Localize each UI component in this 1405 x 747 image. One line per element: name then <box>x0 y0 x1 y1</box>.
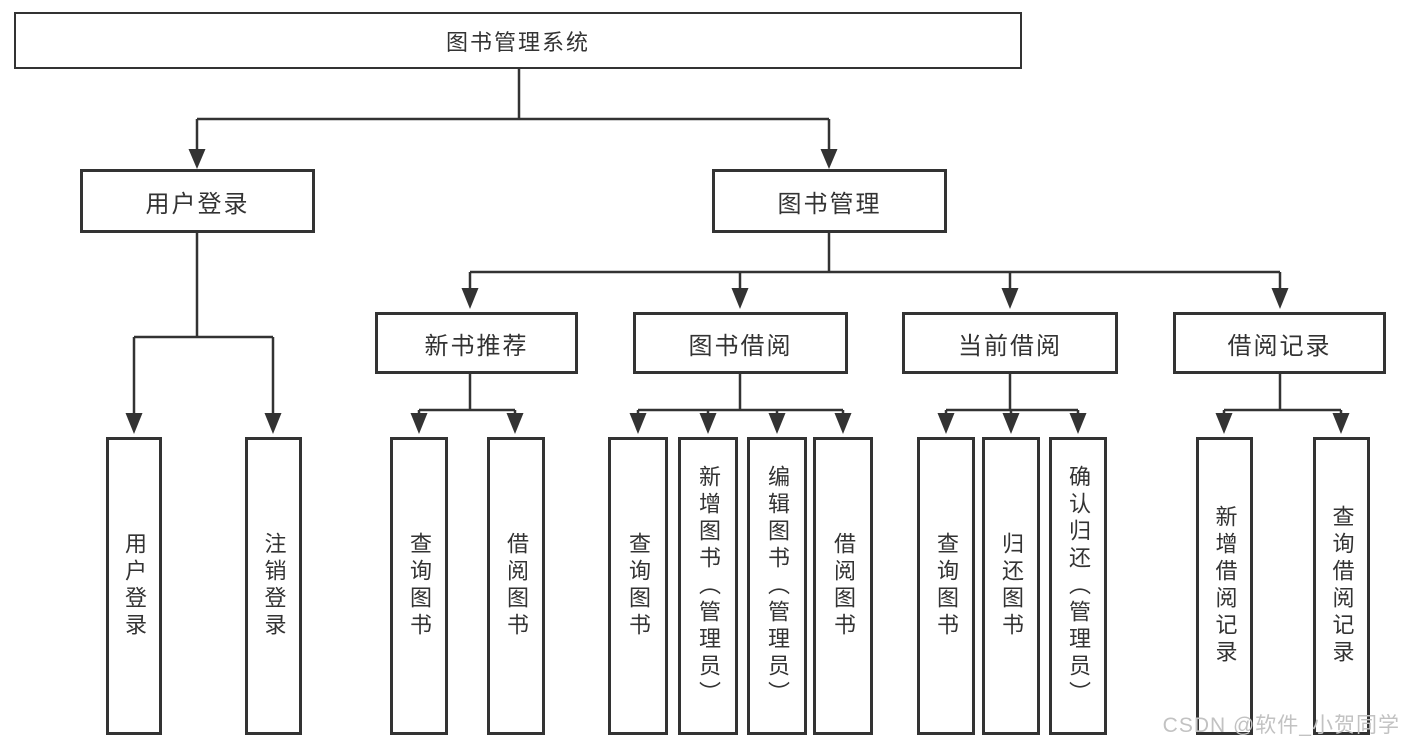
leaf-cb-return-books: 归还图书 <box>982 437 1040 735</box>
leaf-rec-query-books: 查询图书 <box>390 437 448 735</box>
edge-userlogin-to-leaves <box>132 233 275 414</box>
node-root: 图书管理系统 <box>14 12 1022 69</box>
node-borrow-records: 借阅记录 <box>1173 312 1386 374</box>
edge-root-to-level2 <box>195 69 831 152</box>
edge-borrowrecords-to-leaves <box>1222 374 1343 415</box>
watermark: CSDN @软件_小贺同学 <box>1162 714 1400 737</box>
leaf-br-add-record: 新增借阅记录 <box>1196 437 1253 735</box>
edge-currentborrow-to-leaves <box>944 374 1080 415</box>
leaf-bb-borrow-books: 借阅图书 <box>813 437 873 735</box>
edge-bookborrow-to-leaves <box>636 374 845 415</box>
leaf-cb-query-books: 查询图书 <box>917 437 975 735</box>
leaf-rec-borrow-books: 借阅图书 <box>487 437 545 735</box>
leaf-br-query-record: 查询借阅记录 <box>1313 437 1370 735</box>
leaf-bb-add-books-admin: 新增图书（管理员） <box>678 437 738 735</box>
edge-newbookrec-to-leaves <box>417 374 517 415</box>
node-user-login: 用户登录 <box>80 169 315 233</box>
node-book-borrow: 图书借阅 <box>633 312 848 374</box>
node-current-borrow: 当前借阅 <box>902 312 1118 374</box>
leaf-bb-query-books: 查询图书 <box>608 437 668 735</box>
edge-bookmgmt-to-level3 <box>468 233 1282 290</box>
node-book-management: 图书管理 <box>712 169 947 233</box>
leaf-logout: 注销登录 <box>245 437 302 735</box>
leaf-user-login: 用户登录 <box>106 437 162 735</box>
node-new-book-recommend: 新书推荐 <box>375 312 578 374</box>
leaf-bb-edit-books-admin: 编辑图书（管理员） <box>747 437 807 735</box>
leaf-cb-confirm-return-admin: 确认归还（管理员） <box>1049 437 1107 735</box>
